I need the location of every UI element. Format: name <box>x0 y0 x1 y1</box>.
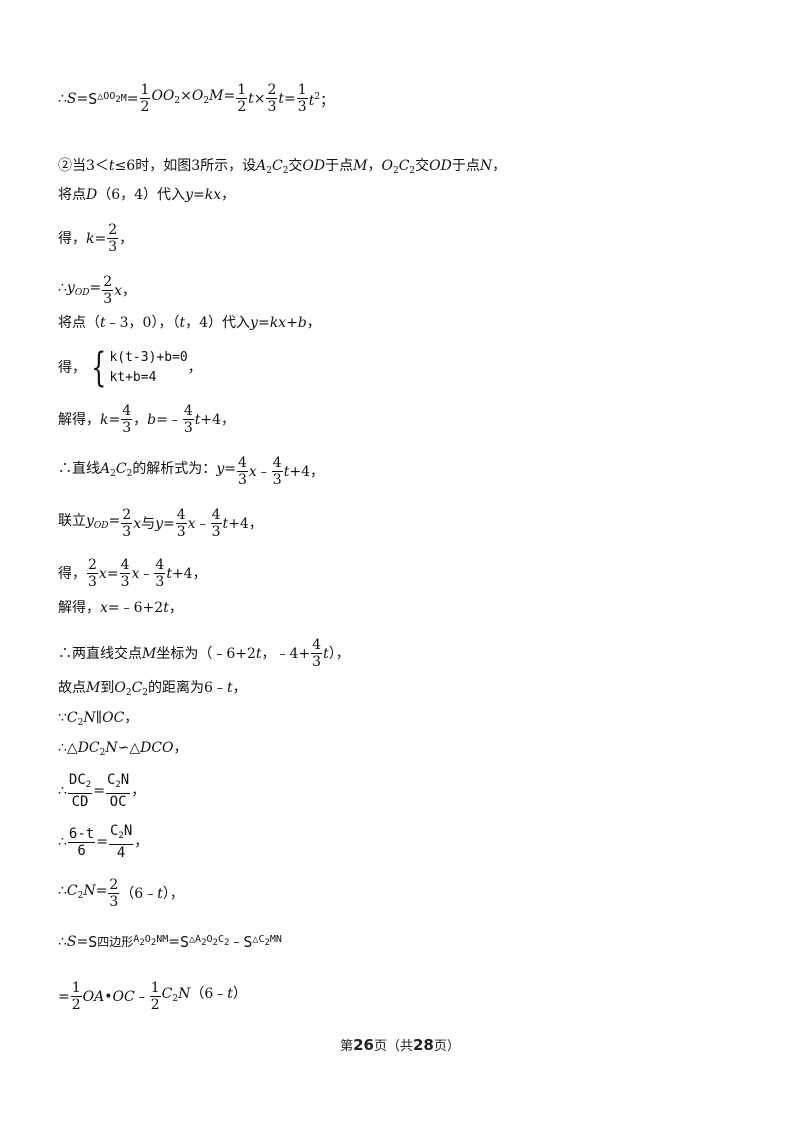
page-number: 26 <box>353 1036 374 1054</box>
math-line-15: ∵C2N∥OC， <box>58 710 139 728</box>
math-line-16: ∴△DC2N∽△DCO， <box>58 740 188 758</box>
math-line-3: 将点D（6，4）代入y=kx， <box>58 187 236 203</box>
footer-suffix: 页） <box>433 1039 460 1054</box>
math-line-2: ②当3＜t≤6时，如图3所示，设A2C2交OD于点M，O2C2交OD于点N， <box>58 158 507 176</box>
math-line-6: 将点（t﹣3，0），（t，4）代入y=kx+b， <box>58 315 321 331</box>
page-total: 28 <box>413 1036 434 1054</box>
footer-prefix: 第 <box>340 1039 354 1054</box>
footer-mid: 页（共 <box>373 1039 413 1054</box>
math-line-14: 故点M到O2C2的距离为6﹣t， <box>58 680 247 698</box>
page-footer: 第26页（共28页） <box>0 1035 800 1054</box>
math-line-12: 解得，x=﹣6+2t， <box>58 600 183 616</box>
